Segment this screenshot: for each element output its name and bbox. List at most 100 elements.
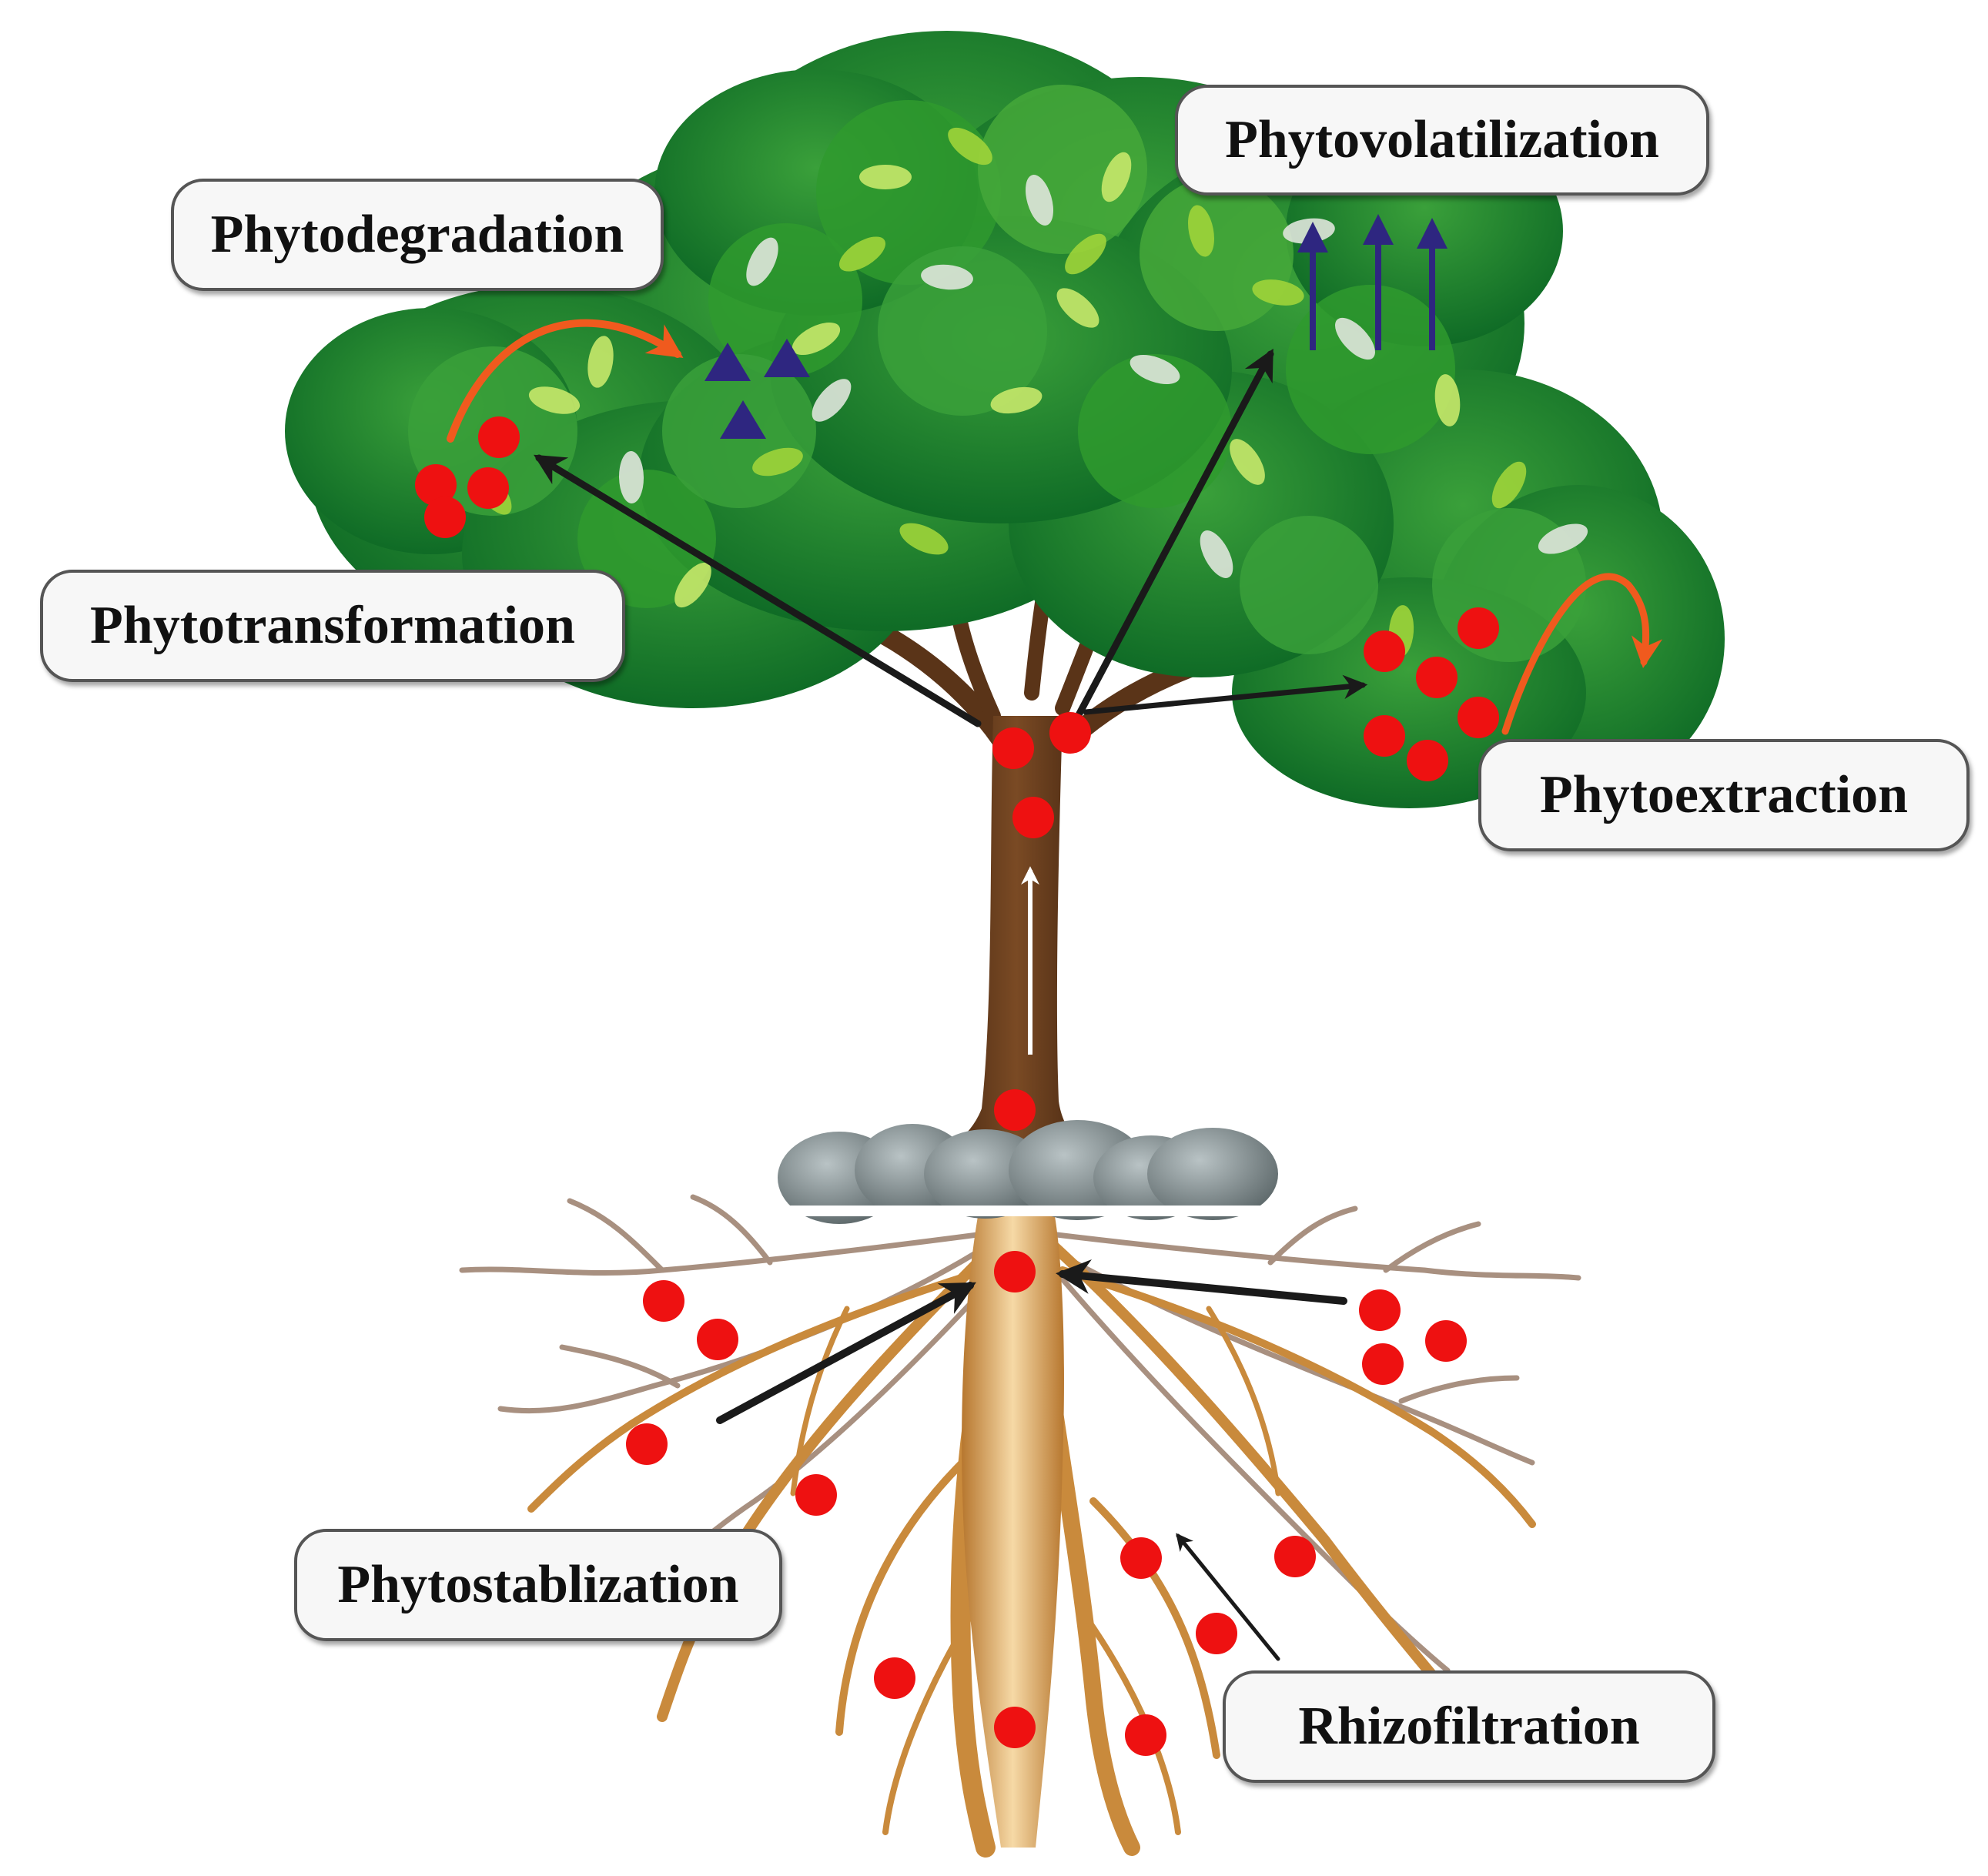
leaf (1230, 439, 1265, 485)
contaminant-dot (1196, 1613, 1237, 1654)
arrow-to-phytovolatilization (1070, 348, 1274, 727)
contaminant-dot (1274, 1536, 1316, 1577)
leaf (1025, 175, 1054, 226)
leaf (1491, 461, 1527, 509)
contaminant-dot (1458, 697, 1499, 738)
main-root (882, 1613, 973, 1835)
contaminant-dot (643, 1280, 684, 1322)
leaf (1065, 233, 1106, 275)
contaminant-dot (415, 464, 457, 506)
triangle-marker (720, 400, 766, 439)
label-phytotransformation: Phytotransformation (40, 570, 625, 682)
leaf (674, 562, 711, 608)
leaf (1188, 205, 1214, 257)
leaf (1335, 317, 1375, 360)
fine-root (1267, 1206, 1358, 1266)
degradation-arrow (447, 319, 684, 443)
fine-root (1383, 1221, 1481, 1273)
leaf (752, 447, 803, 477)
main-root (1049, 1242, 1453, 1699)
extraction-arrow (1501, 573, 1663, 735)
leaf (859, 165, 912, 189)
contaminant-dot (626, 1423, 668, 1465)
triangle-marker (764, 339, 810, 377)
foliage-highlight (1240, 516, 1378, 654)
contaminant-dot (424, 497, 466, 538)
contaminant-dot (1125, 1714, 1166, 1756)
contaminant-dot (697, 1319, 738, 1360)
foliage-highlight (878, 246, 1047, 416)
volatilization-arrows (1297, 214, 1447, 350)
leaf (1434, 374, 1461, 426)
leaf (921, 264, 973, 290)
ground-line (778, 1206, 1278, 1216)
fine-root (1052, 1267, 1451, 1674)
arrow-to-phytoextraction (1083, 674, 1368, 715)
main-root (1059, 1266, 1536, 1528)
main-root (527, 1266, 989, 1513)
leaf (838, 236, 886, 272)
contaminant-dot (1407, 740, 1448, 781)
contaminant-dot (994, 1251, 1036, 1292)
contaminant-dot (994, 1089, 1036, 1131)
leaf (792, 322, 841, 356)
arrow-phytostablization (716, 1282, 976, 1424)
fine-root (1398, 1375, 1520, 1404)
degradation-products (705, 339, 810, 439)
foliage-highlight (1078, 354, 1232, 508)
leaf (1200, 530, 1233, 578)
fine-root (459, 1229, 1004, 1276)
main-root (790, 1306, 850, 1496)
label-phytovolatilization: Phytovolatilization (1175, 85, 1709, 196)
foliage-highlight (1140, 177, 1294, 331)
contaminant-dot (1458, 607, 1499, 649)
contaminant-dot (795, 1474, 837, 1516)
triangle-marker (705, 343, 751, 381)
leaf (1130, 354, 1180, 385)
leaf (948, 127, 992, 166)
contaminant-dot (1359, 1289, 1401, 1331)
leaf (899, 523, 949, 555)
leaf (1538, 523, 1588, 554)
contaminant-dot (1416, 657, 1458, 698)
fine-root (497, 1244, 989, 1414)
leaf (990, 386, 1043, 414)
label-phytoextraction: Phytoextraction (1478, 739, 1970, 851)
contaminant-dot (478, 416, 520, 458)
arrow-root-uptake (1056, 1259, 1347, 1305)
contaminant-dot (1364, 715, 1405, 757)
leaf (618, 451, 644, 503)
contaminant-dot (1364, 630, 1405, 672)
leaf (587, 336, 614, 388)
main-root (1089, 1497, 1220, 1759)
foliage-highlight (1286, 285, 1455, 454)
leaf (1101, 152, 1132, 202)
main-root (657, 1242, 999, 1722)
main-roots (527, 1216, 1536, 1858)
fine-root (690, 1194, 773, 1266)
leaf (812, 379, 852, 422)
contaminant-dot (1120, 1537, 1162, 1579)
contaminant-dot (1049, 712, 1091, 754)
leaf (746, 237, 778, 286)
leaf (528, 386, 581, 414)
label-phytostablization: Phytostablization (294, 1529, 782, 1641)
label-phytodegradation: Phytodegradation (171, 179, 664, 291)
transport-arrows (534, 348, 1368, 1661)
trunk (924, 716, 1109, 1170)
stone (1147, 1128, 1278, 1220)
contaminant-dot (1012, 797, 1054, 838)
contaminant-dot (992, 727, 1034, 769)
contaminant-dot (1425, 1320, 1467, 1362)
arrow-rhizofiltration (1176, 1533, 1280, 1661)
leaf (1252, 279, 1304, 306)
foliage-highlight (978, 85, 1147, 254)
contaminant-dot (1362, 1343, 1404, 1385)
contaminant-dot (994, 1707, 1036, 1748)
fine-root (567, 1198, 665, 1273)
contaminant-dot (874, 1657, 915, 1699)
main-root (835, 1459, 966, 1736)
stones (778, 1120, 1278, 1224)
